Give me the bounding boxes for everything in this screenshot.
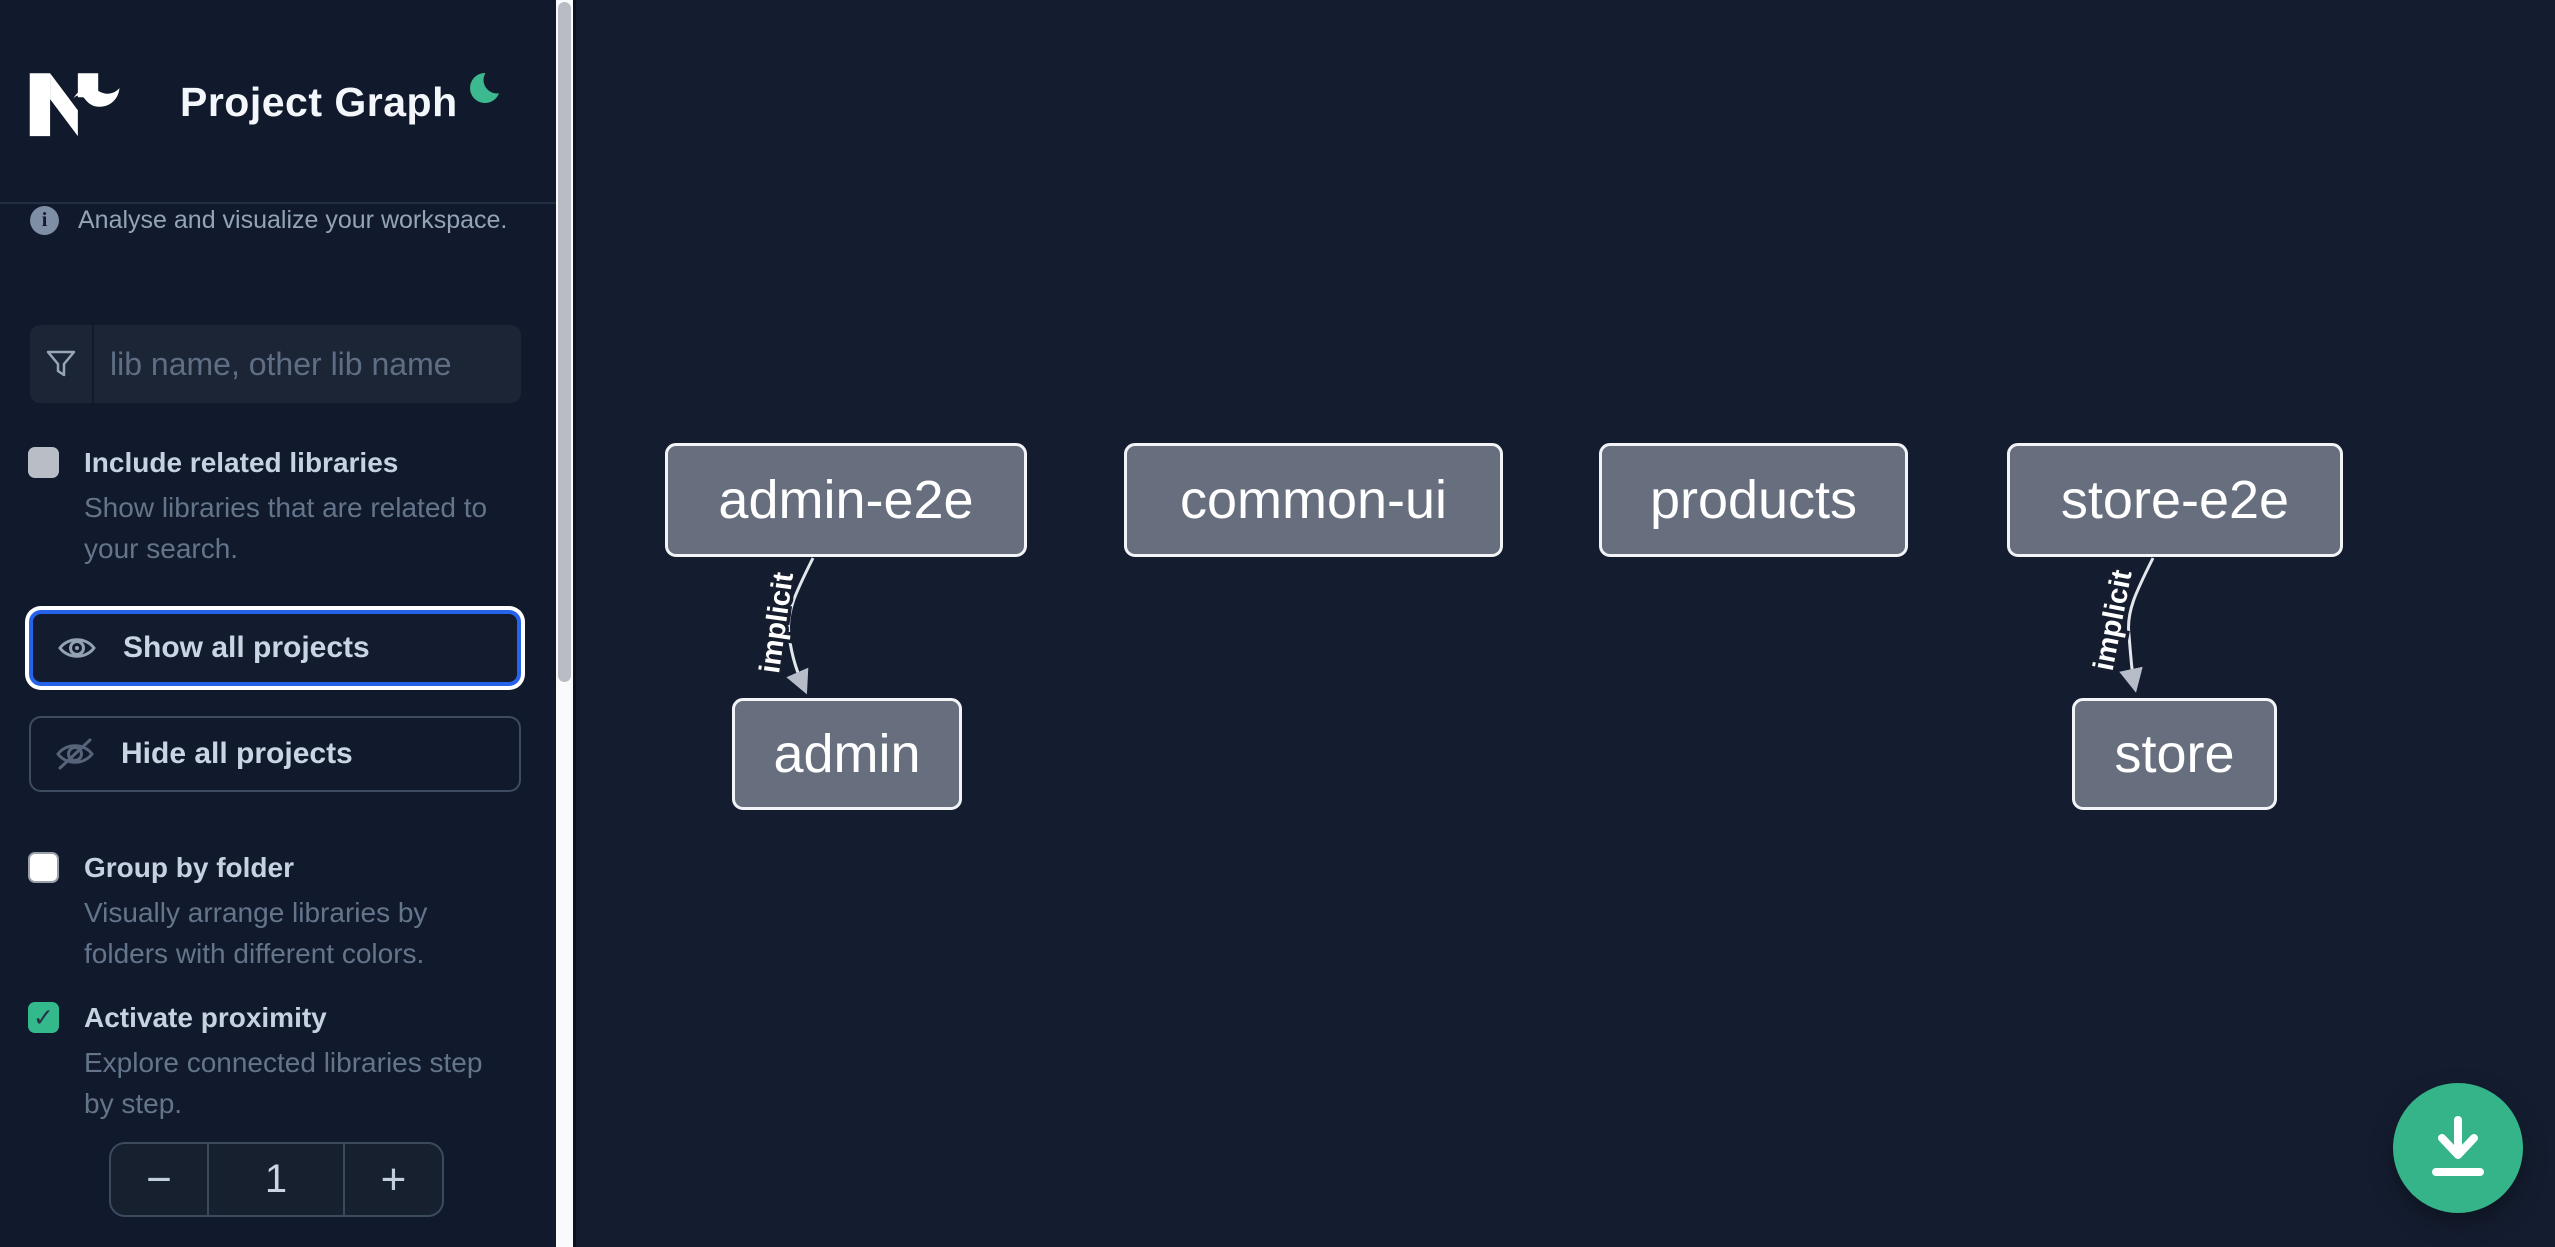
project-node-common-ui[interactable]: common-ui xyxy=(1124,443,1503,557)
eye-icon xyxy=(58,638,96,658)
app-header: Project Graph xyxy=(0,0,556,204)
option-activate-proximity: ✓ Activate proximity Explore connected l… xyxy=(28,999,482,1124)
option-include-related-libraries: Include related libraries Show libraries… xyxy=(28,444,487,569)
option-group-by-folder: Group by folder Visually arrange librari… xyxy=(28,849,427,974)
download-graph-button[interactable] xyxy=(2393,1083,2523,1213)
download-icon xyxy=(2432,1116,2484,1176)
filter-icon-segment xyxy=(30,325,94,403)
nx-logo-icon xyxy=(29,73,120,137)
theme-toggle-moon-icon[interactable] xyxy=(469,70,505,106)
checkmark-icon: ✓ xyxy=(33,1003,54,1032)
option-title: Include related libraries xyxy=(84,447,399,478)
project-node-store-e2e[interactable]: store-e2e xyxy=(2007,443,2343,557)
search-input[interactable] xyxy=(94,325,521,403)
checkbox-group-by-folder[interactable] xyxy=(28,852,59,883)
project-node-admin[interactable]: admin xyxy=(732,698,962,810)
checkbox-include-related-libraries[interactable] xyxy=(28,447,59,478)
project-node-admin-e2e[interactable]: admin-e2e xyxy=(665,443,1027,557)
decrement-button[interactable]: − xyxy=(111,1144,209,1215)
filter-funnel-icon xyxy=(46,350,76,377)
option-description: Show libraries that are related to your … xyxy=(84,492,488,564)
show-all-projects-label: Show all projects xyxy=(123,631,370,664)
sidebar-scrollbar-track[interactable] xyxy=(556,0,573,1247)
library-filter xyxy=(30,325,521,403)
project-node-store[interactable]: store xyxy=(2072,698,2277,810)
sidebar-scrollbar-thumb[interactable] xyxy=(558,2,571,682)
option-title: Activate proximity xyxy=(84,1002,327,1033)
checkbox-activate-proximity[interactable]: ✓ xyxy=(28,1002,59,1033)
info-icon: i xyxy=(30,206,59,235)
sidebar: Project Graph i Analyse and visualize yo… xyxy=(0,0,556,1247)
proximity-depth-stepper: − 1 + xyxy=(109,1142,444,1217)
graph-canvas[interactable] xyxy=(573,0,2555,1247)
eye-off-icon xyxy=(56,738,94,770)
option-title: Group by folder xyxy=(84,852,294,883)
option-description: Explore connected libraries step by step… xyxy=(84,1047,483,1119)
proximity-depth-value: 1 xyxy=(264,1157,288,1201)
hide-all-projects-label: Hide all projects xyxy=(121,737,353,770)
increment-button[interactable]: + xyxy=(343,1144,442,1215)
project-node-products[interactable]: products xyxy=(1599,443,1908,557)
workspace-info: i Analyse and visualize your workspace. xyxy=(30,206,507,235)
show-all-projects-button[interactable]: Show all projects xyxy=(29,610,521,686)
hide-all-projects-button[interactable]: Hide all projects xyxy=(29,716,521,792)
info-text: Analyse and visualize your workspace. xyxy=(78,206,508,234)
option-description: Visually arrange libraries by folders wi… xyxy=(84,897,428,969)
page-title: Project Graph xyxy=(180,79,458,125)
